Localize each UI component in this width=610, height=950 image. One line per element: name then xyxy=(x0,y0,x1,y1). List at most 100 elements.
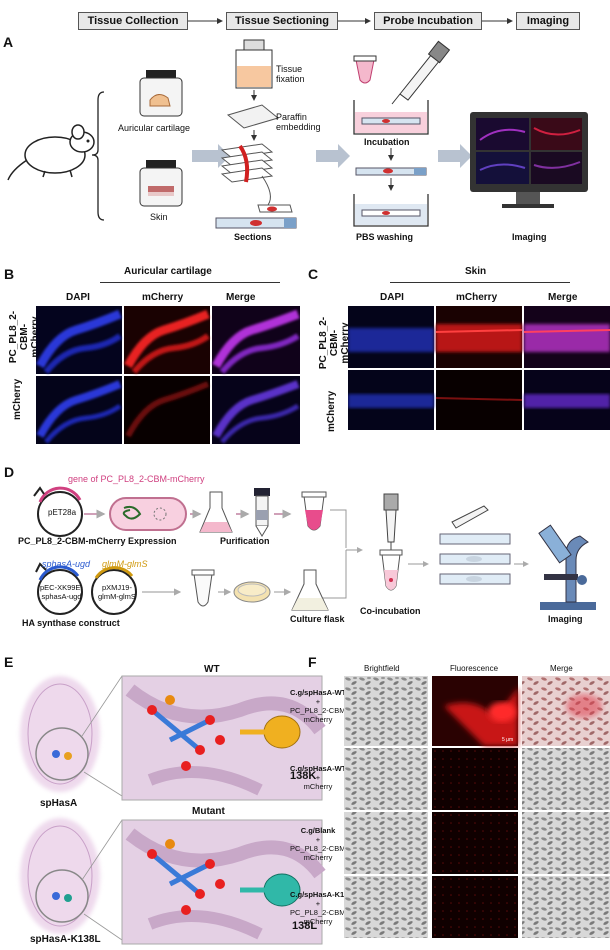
protein-wt-icon xyxy=(20,676,100,792)
d-construct: HA synthase construct xyxy=(22,618,120,628)
step-label: Tissue Collection xyxy=(87,15,179,27)
panel-c-col-merge: Merge xyxy=(548,292,578,303)
panel-a-graphics xyxy=(7,18,588,229)
step-label: Tissue Sectioning xyxy=(235,15,329,27)
d-purification: Purification xyxy=(220,536,270,546)
c-r1-mcherry xyxy=(435,306,523,368)
panel-f-micrographs xyxy=(344,676,610,938)
f-r1-brightfield xyxy=(344,676,428,746)
panel-a-letter: A xyxy=(3,34,14,50)
f-row4-strain: C.g/spHasA-K138L xyxy=(290,890,358,899)
b-r1-mcherry xyxy=(124,306,210,374)
step-tissue-sectioning: Tissue Sectioning xyxy=(226,12,338,30)
d-plasmid2: pEC-XK99E- sphasA-ugd xyxy=(40,583,83,601)
microscope-icon xyxy=(538,524,596,610)
label-sections: Sections xyxy=(234,232,272,242)
e-wt-label: WT xyxy=(204,664,220,675)
e-sphasa-label: spHasA xyxy=(40,798,78,809)
panel-b-col-merge: Merge xyxy=(226,292,256,303)
f-row1-strain: C.g/spHasA-WT xyxy=(290,688,347,697)
mouse-icon xyxy=(7,124,95,181)
label-auricular: Auricular cartilage xyxy=(118,123,191,133)
f-row2-plus: + xyxy=(315,773,321,782)
e-res-mut: 138L xyxy=(292,920,318,932)
tube-icon xyxy=(353,55,377,84)
f-r4-fluorescence xyxy=(432,876,518,938)
section-stack-icon xyxy=(220,143,274,206)
f-row2-probe: mCherry xyxy=(303,782,333,791)
panel-c-title-line xyxy=(390,282,570,283)
d-glmm-glms: glmM-glmS xyxy=(102,559,148,569)
f-r3-brightfield xyxy=(344,812,428,874)
d-plasmid3: pXMJ19- glmM-glmS xyxy=(98,583,136,601)
f-row3-probe: PC_PL8_2-CBM- xyxy=(290,844,348,853)
protein-mutant-icon xyxy=(20,818,100,934)
panel-c-row1-label: PC_PL8_2-CBM- mCherry xyxy=(318,316,351,370)
f-scale-label: 5 μm xyxy=(502,737,514,743)
c-r1-merge xyxy=(523,306,610,368)
f-row3-strain: C.g/Blank xyxy=(300,826,336,835)
f-row4-probe2: mCherry xyxy=(303,917,333,926)
panel-e-letter: E xyxy=(4,654,14,670)
f-r2-merge xyxy=(522,748,610,810)
f-r4-merge xyxy=(522,876,610,938)
b-r1-dapi xyxy=(36,306,122,374)
panel-b-col-mcherry: mCherry xyxy=(142,292,184,303)
panel-c-col-mcherry: mCherry xyxy=(456,292,498,303)
f-row4-probe: PC_PL8_2-CBM- xyxy=(290,908,348,917)
c-r2-merge xyxy=(524,370,610,430)
ligand-wt xyxy=(147,695,225,771)
d-expression: PC_PL8_2-CBM-mCherry Expression xyxy=(18,536,177,546)
d-gene-label: gene of PC_PL8_2-CBM-mCherry xyxy=(68,474,205,484)
panel-c-row2-label: mCherry xyxy=(326,390,337,432)
panel-b-title-line xyxy=(100,282,280,283)
panel-f-letter: F xyxy=(308,654,317,670)
f-r3-fluorescence xyxy=(432,812,518,874)
f-row1-plus: + xyxy=(315,697,321,706)
f-row3-plus: + xyxy=(315,835,321,844)
b-r2-mcherry xyxy=(124,376,210,444)
e-res-wt: 138K xyxy=(290,770,317,782)
f-row3-label: C.g/Blank + PC_PL8_2-CBM- mCherry xyxy=(290,826,348,862)
f-row1-probe: PC_PL8_2-CBM- xyxy=(290,706,348,715)
c-r1-dapi xyxy=(348,306,434,368)
d-coincubation: Co-incubation xyxy=(360,606,421,616)
f-row4-plus: + xyxy=(315,899,321,908)
label-paraffin: Paraffin embedding xyxy=(276,112,321,132)
b-r2-merge xyxy=(212,376,300,444)
e-sphasa-mut-label: spHasA-K138L xyxy=(30,934,101,945)
panel-b-micrographs xyxy=(36,306,300,444)
f-row1-label: C.g/spHasA-WT + PC_PL8_2-CBM- mCherry xyxy=(290,688,348,724)
panel-e-graphics xyxy=(20,675,326,945)
label-incubation: Incubation xyxy=(364,137,410,147)
c-r2-mcherry xyxy=(435,370,523,430)
f-r1-fluorescence xyxy=(432,676,518,746)
monitor-icon xyxy=(470,112,588,208)
f-r2-fluorescence xyxy=(432,748,518,810)
d-imaging: Imaging xyxy=(548,614,583,624)
b-r2-dapi xyxy=(36,376,122,444)
f-r2-brightfield xyxy=(344,748,428,810)
jar-auricular-icon xyxy=(139,70,183,117)
label-pbs: PBS washing xyxy=(356,232,414,242)
panel-d-letter: D xyxy=(4,464,15,480)
panel-b-col-dapi: DAPI xyxy=(66,292,90,303)
step-label: Probe Incubation xyxy=(383,15,473,27)
panel-b-letter: B xyxy=(4,266,15,282)
pipette-icon xyxy=(391,40,451,105)
label-tissue-fixation: Tissue fixation xyxy=(276,64,305,84)
ligand-mutant xyxy=(147,839,225,915)
label-imaging-a: Imaging xyxy=(512,232,547,242)
panel-b-title: Auricular cartilage xyxy=(124,266,212,277)
f-row2-label: C.g/spHasA-WT + mCherry xyxy=(290,764,346,791)
panel-c-letter: C xyxy=(308,266,319,282)
f-col-brightfield: Brightfield xyxy=(364,664,400,673)
f-row2-strain: C.g/spHasA-WT xyxy=(290,764,347,773)
f-row4-label: C.g/spHasA-K138L + PC_PL8_2-CBM- mCherry xyxy=(290,890,358,926)
f-col-merge: Merge xyxy=(550,664,573,673)
step-probe-incubation: Probe Incubation xyxy=(374,12,482,30)
jar-skin-icon xyxy=(139,160,183,207)
f-r4-brightfield xyxy=(344,876,428,938)
panel-c-micrographs xyxy=(348,306,610,430)
fixation-bottle-icon xyxy=(235,39,273,89)
